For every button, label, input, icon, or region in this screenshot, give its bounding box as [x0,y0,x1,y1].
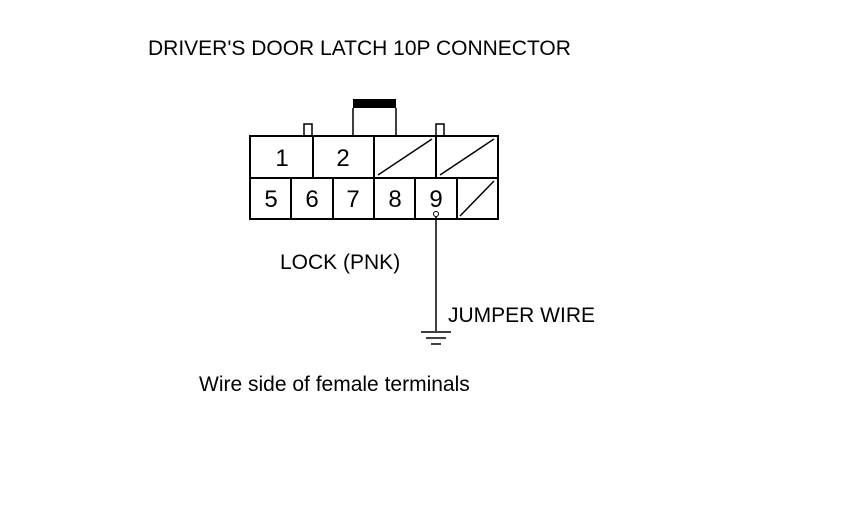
ground-symbol-icon [421,331,451,345]
unused-cavity-top-4 [439,138,495,176]
pin-label-1: 1 [275,145,288,172]
wire-label-lock: LOCK (PNK) [280,251,401,274]
connector-lock-tab-icon [352,99,397,137]
pin-label-8: 8 [388,186,401,213]
diagram-title: DRIVER'S DOOR LATCH 10P CONNECTOR [148,37,571,60]
terminal-point-9 [433,211,439,217]
guide-post-left [303,123,313,137]
jumper-wire-label: JUMPER WIRE [448,304,595,327]
pin-label-5: 5 [264,186,277,213]
diagram-caption: Wire side of female terminals [199,373,470,396]
unused-cavity-bottom-6 [459,180,495,217]
pin-label-7: 7 [346,186,359,213]
unused-cavity-top-3 [377,138,433,176]
pin-label-9: 9 [429,186,442,213]
guide-post-right [435,123,445,137]
pin-label-2: 2 [336,145,349,172]
pin-label-6: 6 [305,186,318,213]
